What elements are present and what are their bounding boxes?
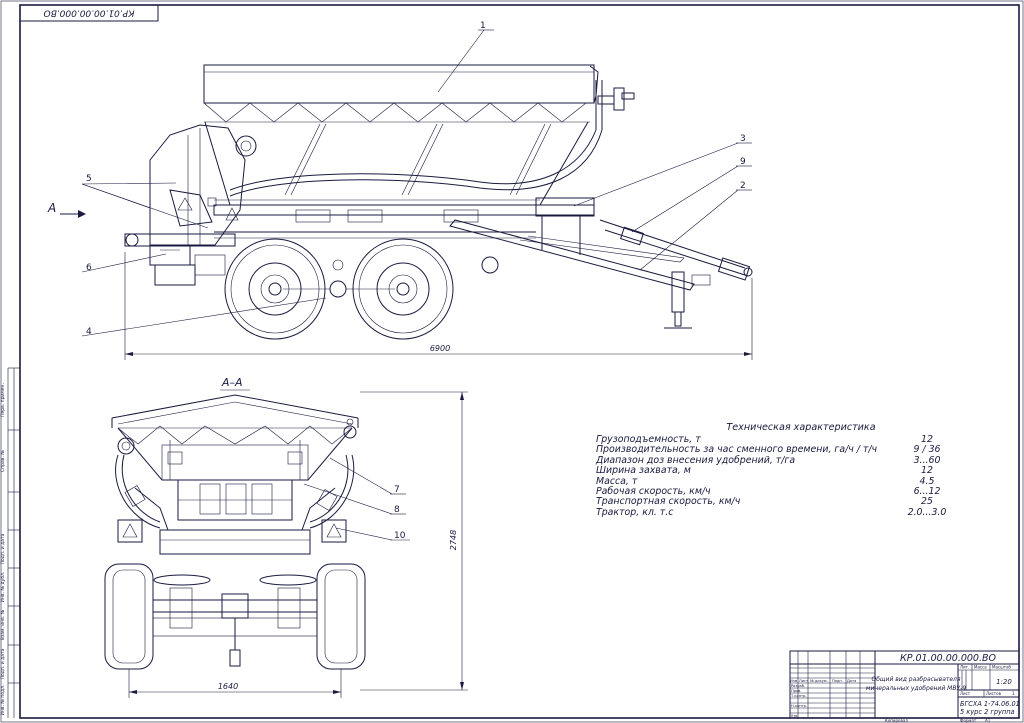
dim-height: 2748 [360, 391, 468, 691]
technical-specification: Техническая характеристика Грузоподъемно… [596, 422, 976, 518]
spec-label: Рабочая скорость, км/ч [596, 485, 711, 497]
section-title: А–А [221, 376, 243, 389]
section-wheel-left [104, 563, 154, 670]
leader-4: 4 [86, 327, 92, 337]
svg-text:Изм: Изм [790, 679, 798, 683]
svg-text:Лист: Лист [960, 691, 971, 696]
svg-text:Лит.: Лит. [960, 665, 969, 670]
corner-code-box: КР.01.00.00.000.ВО [19, 4, 159, 22]
side-view-leaders: 1 3 9 2 5 6 4 [81, 21, 752, 337]
svg-text:Дата: Дата [847, 679, 856, 683]
section-wheel-right [316, 563, 366, 670]
dim-track: 1640 [128, 669, 342, 698]
spec-value: 12 [921, 465, 933, 477]
sheet-frame [19, 4, 1020, 719]
margin-label-6: Подп. и дата [0, 648, 6, 679]
section-view: А–А [104, 376, 468, 698]
spec-row: Производительность за час сменного време… [596, 444, 976, 456]
margin-label-4: Инв. № дубл. [0, 572, 6, 603]
hopper-roof [111, 394, 359, 419]
leader-3: 3 [740, 134, 746, 144]
svg-text:6900: 6900 [430, 344, 450, 353]
title-block-scale: 1:20 [996, 678, 1012, 686]
leader-2: 2 [740, 181, 746, 191]
spec-row: Рабочая скорость, км/ч 6...12 [596, 485, 976, 497]
leader-7: 7 [394, 485, 400, 495]
spec-value: 2.0...3.0 [907, 506, 947, 518]
svg-text:Формат: Формат [960, 718, 977, 723]
title-block-name-1: Общий вид разбрасывателя [871, 676, 960, 683]
leader-8: 8 [394, 505, 400, 515]
title-block-code: КР.01.00.00.000.ВО [900, 653, 996, 664]
frame-beam [213, 204, 595, 216]
corner-code: КР.01.00.00.000.ВО [44, 8, 135, 18]
spec-row: Транспортная скорость, км/ч 25 [596, 496, 976, 508]
side-view: А 6900 [47, 64, 753, 360]
svg-text:2748: 2748 [449, 530, 458, 550]
spec-label: Грузоподъемность, т [596, 434, 701, 445]
svg-text:Масштаб: Масштаб [992, 665, 1012, 670]
drawbar [449, 219, 695, 291]
svg-text:Пров.: Пров. [791, 689, 801, 693]
hopper-zigzag [203, 102, 587, 123]
svg-text:Листов: Листов [986, 691, 1002, 696]
svg-text:Подп.: Подп. [832, 679, 843, 683]
title-block: Изм Лист № докум. Подп. Дата Разраб. Про… [789, 650, 1020, 723]
svg-text:Лист: Лист [799, 679, 808, 683]
margin-label-7: Инв. № подл. [0, 684, 6, 715]
spec-label: Масса, т [596, 475, 638, 487]
spec-value: 4.5 [919, 475, 935, 487]
spec-row: Диапазон доз внесения удобрений, т/га 3..… [596, 454, 976, 466]
section-arrow-label: А [47, 201, 56, 215]
spec-label: Транспортная скорость, км/ч [596, 496, 741, 508]
svg-text:Разраб.: Разраб. [791, 684, 805, 688]
spec-row: Масса, т 4.5 [596, 475, 976, 487]
spec-label: Ширина захвата, м [596, 465, 691, 477]
leader-6: 6 [86, 263, 92, 273]
spec-label: Диапазон доз внесения удобрений, т/га [596, 454, 796, 466]
svg-text:№ докум.: № докум. [810, 679, 828, 683]
title-block-name-2: минеральных удобрений МВУ-9 [866, 685, 966, 692]
hopper-body [204, 121, 589, 206]
margin-label-3: Подп. и дата [0, 533, 6, 564]
title-block-org-1: БГСХА 1-74.06.01 [960, 700, 1020, 708]
spec-value: 6...12 [913, 485, 941, 497]
margin-label-2: Справ. № [0, 450, 6, 472]
svg-text:1640: 1640 [218, 682, 238, 691]
spec-label: Производительность за час сменного време… [596, 444, 878, 456]
leader-10: 10 [394, 531, 406, 541]
svg-text:Копировал: Копировал [885, 718, 908, 723]
svg-text:А1: А1 [985, 718, 991, 723]
svg-text:Н.контр.: Н.контр. [791, 704, 807, 708]
spreader-group [149, 124, 246, 246]
spec-title: Техническая характеристика [726, 422, 876, 433]
svg-text:Масса: Масса [974, 665, 987, 670]
svg-text:Т.контр.: Т.контр. [790, 694, 807, 698]
leader-9: 9 [740, 157, 746, 167]
spec-value: 12 [921, 434, 933, 445]
svg-text:1: 1 [1012, 691, 1015, 696]
leader-5: 5 [86, 174, 92, 184]
spec-row: Трактор, кл. т.с 2.0...3.0 [596, 506, 976, 518]
hopper-top [203, 64, 595, 104]
hose [229, 129, 597, 191]
jack-stand [671, 271, 685, 313]
title-block-org-2: 5 курс 2 группа [960, 708, 1015, 716]
spec-value: 9 / 36 [913, 444, 941, 456]
dim-overall-length: 6900 [124, 252, 753, 360]
margin-label-1: Перв. примен. [0, 383, 6, 417]
svg-text:Утв.: Утв. [791, 714, 799, 718]
leader-1: 1 [480, 21, 486, 31]
spec-label: Трактор, кл. т.с [596, 506, 674, 518]
spec-value: 25 [921, 496, 933, 508]
spec-value: 3...60 [913, 454, 941, 466]
margin-label-5: Взам. инв. № [0, 609, 6, 640]
spec-row: Ширина захвата, м 12 [596, 465, 976, 477]
spec-row: Грузоподъемность, т 12 [596, 434, 976, 445]
left-margin-strip: Перв. примен. Справ. № Подп. и дата Инв.… [0, 367, 20, 718]
section-view-leaders: 7 8 10 [303, 457, 410, 541]
